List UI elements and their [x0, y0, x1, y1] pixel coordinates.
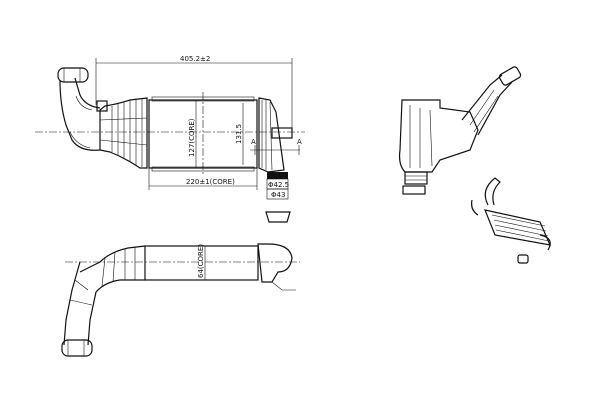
height-right-label: 131.5	[235, 124, 243, 144]
end-view	[398, 66, 522, 195]
section-marker-right: A	[297, 138, 302, 146]
outlet-diameter-2-label: Φ43	[271, 191, 285, 199]
front-view: 405.2±2 127(CORE) 131.5 220±1(CORE)	[35, 55, 305, 223]
core-depth-label: 64(CORE)	[197, 244, 205, 278]
overall-length-label: 405.2±2	[180, 55, 210, 63]
side-view: 64(CORE)	[61, 243, 300, 357]
outlet-diameter-1-label: Φ42.5	[268, 181, 289, 189]
core-width-label: 220±1(CORE)	[186, 178, 235, 186]
core-height-label: 127(CORE)	[188, 118, 196, 157]
section-marker-left: A	[251, 138, 256, 146]
isometric-view	[471, 177, 551, 264]
